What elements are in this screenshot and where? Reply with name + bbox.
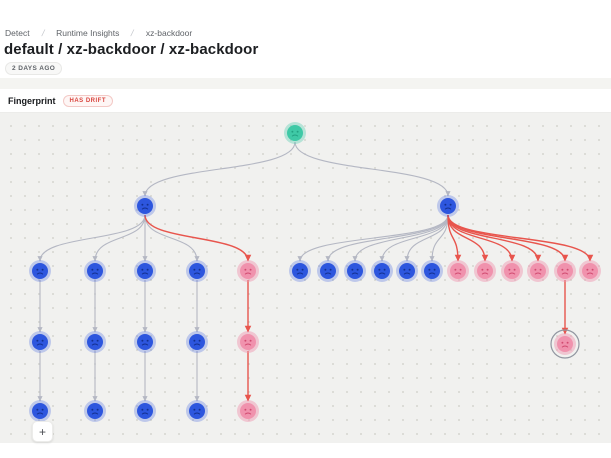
graph-edge <box>447 214 594 262</box>
graph-edge <box>144 214 252 262</box>
drift-process-node[interactable] <box>554 260 576 282</box>
process-node[interactable] <box>134 195 156 217</box>
graph-edge <box>352 214 449 262</box>
drift-process-node[interactable] <box>527 260 549 282</box>
drift-process-node[interactable] <box>501 260 523 282</box>
graph-edge <box>325 214 449 262</box>
process-node[interactable] <box>84 331 106 353</box>
process-node[interactable] <box>84 260 106 282</box>
tab-bar: Fingerprint HAS DRIFT <box>0 89 611 113</box>
process-node[interactable] <box>186 260 208 282</box>
process-node[interactable] <box>134 331 156 353</box>
process-node[interactable] <box>186 400 208 422</box>
drift-process-node[interactable] <box>237 260 259 282</box>
graph-edge <box>297 214 449 262</box>
process-node[interactable] <box>317 260 339 282</box>
process-node[interactable] <box>289 260 311 282</box>
graph-edge <box>142 141 296 197</box>
process-tree-graph <box>29 122 601 422</box>
process-node[interactable] <box>421 260 443 282</box>
process-node[interactable] <box>29 400 51 422</box>
breadcrumb-separator: / <box>40 28 46 38</box>
graph-edge <box>37 214 146 262</box>
zoom-in-button[interactable]: + <box>32 421 53 442</box>
breadcrumb-item-runtime-insights[interactable]: Runtime Insights <box>56 28 120 38</box>
process-node[interactable] <box>134 400 156 422</box>
process-node[interactable] <box>134 260 156 282</box>
drift-process-node[interactable] <box>447 260 469 282</box>
process-node[interactable] <box>29 260 51 282</box>
drift-process-node[interactable] <box>237 400 259 422</box>
process-node[interactable] <box>371 260 393 282</box>
has-drift-badge: HAS DRIFT <box>62 94 113 107</box>
page-title: default / xz-backdoor / xz-backdoor <box>4 41 259 58</box>
process-node[interactable] <box>344 260 366 282</box>
graph-edge <box>379 214 449 262</box>
graph-edge <box>404 214 449 262</box>
drift-process-node[interactable] <box>579 260 601 282</box>
fingerprint-graph-canvas[interactable]: + <box>0 113 611 443</box>
graph-edge <box>144 214 200 262</box>
drift-process-node[interactable] <box>550 329 580 359</box>
process-node[interactable] <box>437 195 459 217</box>
breadcrumb-item-detect[interactable]: Detect <box>5 28 30 38</box>
timestamp-badge: 2 DAYS AGO <box>5 62 63 75</box>
process-node[interactable] <box>396 260 418 282</box>
process-node[interactable] <box>186 331 208 353</box>
drift-process-node[interactable] <box>237 331 259 353</box>
root-process-node[interactable] <box>284 122 306 144</box>
breadcrumb-separator: / <box>130 28 135 38</box>
tab-fingerprint[interactable]: Fingerprint <box>8 95 56 106</box>
section-divider <box>0 78 611 89</box>
breadcrumb: Detect / Runtime Insights / xz-backdoor <box>5 28 192 38</box>
process-node[interactable] <box>84 400 106 422</box>
graph-edge <box>92 214 146 262</box>
process-node[interactable] <box>29 331 51 353</box>
graph-edge <box>294 141 451 197</box>
breadcrumb-item-xz-backdoor[interactable]: xz-backdoor <box>145 28 193 38</box>
drift-process-node[interactable] <box>474 260 496 282</box>
graph-edge <box>447 214 542 262</box>
